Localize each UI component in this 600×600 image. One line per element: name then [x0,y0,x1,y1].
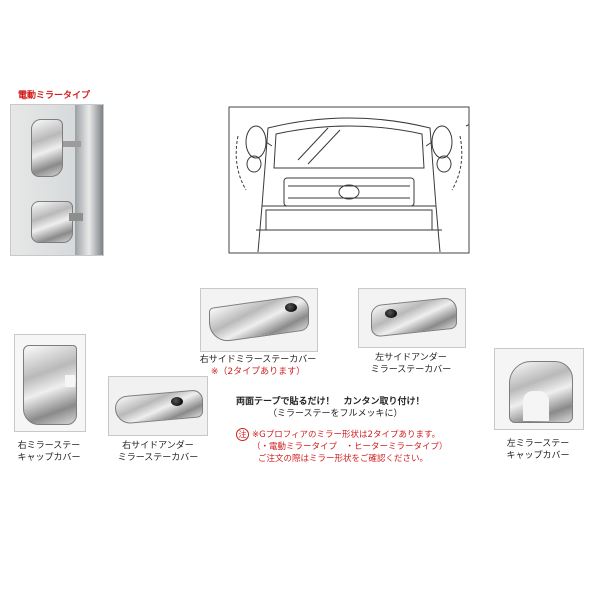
full-plating-line: （ミラーステーをフルメッキに） [268,409,403,419]
notice-block: 注※Gプロフィアのミラー形状は2タイプあります。 （・電動ミラータイプ ・ヒータ… [236,428,448,465]
lower-mirror-mount [69,213,83,221]
mount-hole-icon [285,303,297,312]
truck-pillar [75,105,103,255]
notice-line-1-text: ※Gプロフィアのミラー形状は2タイプあります。 [252,430,441,440]
left-mirror-stay-cap-label: 左ミラーステー [506,439,570,449]
right-side-mirror-stay-cover-label: 右サイドミラーステーカバー [199,355,317,365]
right-side-mirror-stay-cover-photo [200,288,318,352]
left-side-under-mirror-stay-cover-part [371,296,457,338]
notice-line-2: （・電動ミラータイプ ・ヒーターミラータイプ） [252,442,448,452]
tape-install-line: 両面テープで貼るだけ！ カンタン取り付け！ [236,397,425,407]
right-side-under-label: 右サイドアンダー [122,441,194,451]
right-mirror-stay-cap-cover-photo [14,334,86,432]
truck-front-diagram [228,106,470,254]
right-side-mirror-stay-cover-part [209,293,309,345]
mirror-arm [55,141,81,147]
right-mirror-stay-cap-label: 右ミラーステー [17,441,81,451]
lower-mirror-housing [31,201,73,243]
electric-mirror-photo [10,104,104,256]
mount-hole-icon [385,309,397,318]
left-side-under-mirror-stay-cover-photo [358,288,466,348]
left-mirror-stay-cap-cover-photo [494,348,584,430]
two-types-note: ※（2タイプあります） [210,367,306,377]
left-side-under-label: 左サイドアンダー [375,353,447,363]
right-side-under-label-2: ミラーステーカバー [117,453,199,463]
cap-notch [65,375,75,387]
notice-line-1: 注※Gプロフィアのミラー形状は2タイプあります。 [236,428,448,441]
right-side-under-mirror-stay-cover-photo [108,376,208,436]
left-side-under-label-2: ミラーステーカバー [370,365,452,375]
note-mark-icon: 注 [236,428,249,441]
right-side-under-mirror-stay-cover-part [115,389,203,425]
upper-mirror-housing [31,119,63,177]
left-mirror-stay-cap-label-2: キャップカバー [506,451,570,461]
electric-mirror-type-label: 電動ミラータイプ [18,91,91,101]
notice-line-3: ご注文の際はミラー形状をご確認ください。 [258,454,429,464]
right-mirror-stay-cap-label-2: キャップカバー [17,453,81,463]
cap-opening [523,391,549,421]
mount-hole-icon [171,397,183,406]
